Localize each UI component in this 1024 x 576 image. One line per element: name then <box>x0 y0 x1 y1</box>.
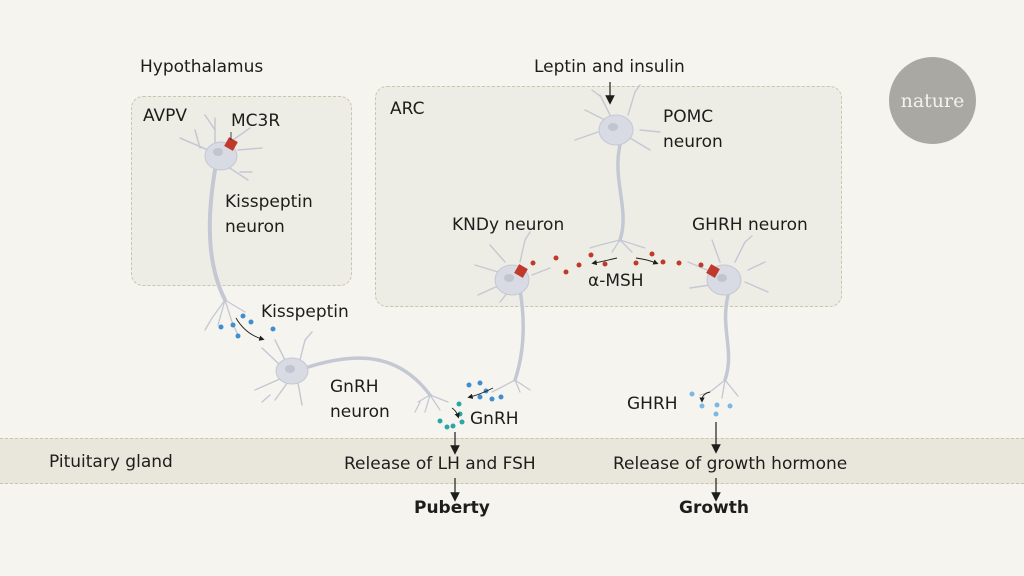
ghrh-neuron-label: GHRH neuron <box>692 215 808 235</box>
alpha-msh-label: α-MSH <box>588 271 644 291</box>
kisspeptin-neuron <box>179 114 263 336</box>
gnrh-neuron-label-2: neuron <box>330 402 390 422</box>
gnrh-neuron-label-1: GnRH <box>330 377 379 397</box>
nature-logo-text: nature <box>900 89 965 112</box>
lh-fsh-release-label: Release of LH and FSH <box>344 454 536 474</box>
arc-label: ARC <box>390 99 425 119</box>
mc3r-receptors <box>224 137 720 278</box>
kndy-neuron <box>474 231 551 393</box>
kisspeptin-dots <box>218 313 276 339</box>
gnrh-neuron <box>254 331 449 413</box>
puberty-label: Puberty <box>414 498 490 518</box>
kisspeptin-soma <box>204 141 238 171</box>
gnrh-dots <box>437 401 465 430</box>
leptin-insulin-label: Leptin and insulin <box>534 57 685 77</box>
pomc-neuron-label-2: neuron <box>663 132 723 152</box>
growth-label: Growth <box>679 498 749 518</box>
ghrh-dots <box>689 391 733 417</box>
alpha-msh-dots <box>530 251 704 275</box>
mc3r-label: MC3R <box>231 111 281 131</box>
pomc-neuron <box>574 84 661 253</box>
hypothalamus-label: Hypothalamus <box>140 57 264 77</box>
kisspeptin-neuron-label-1: Kisspeptin <box>225 192 313 212</box>
gnrh-signal-label: GnRH <box>470 409 519 429</box>
avpv-region <box>131 96 352 286</box>
kndy-output-dots <box>466 380 504 402</box>
ghrh-signal-label: GHRH <box>627 394 678 414</box>
pituitary-gland-label: Pituitary gland <box>49 452 173 472</box>
nature-logo: nature <box>889 57 976 144</box>
growth-hormone-release-label: Release of growth hormone <box>613 454 848 474</box>
kisspeptin-neuron-label-2: neuron <box>225 217 285 237</box>
kndy-neuron-label: KNDy neuron <box>452 215 565 235</box>
kisspeptin-signal-label: Kisspeptin <box>261 302 349 322</box>
ghrh-neuron <box>687 235 769 399</box>
pituitary-gland-band <box>0 438 1024 484</box>
avpv-label: AVPV <box>143 106 188 126</box>
pomc-neuron-label-1: POMC <box>663 107 714 127</box>
